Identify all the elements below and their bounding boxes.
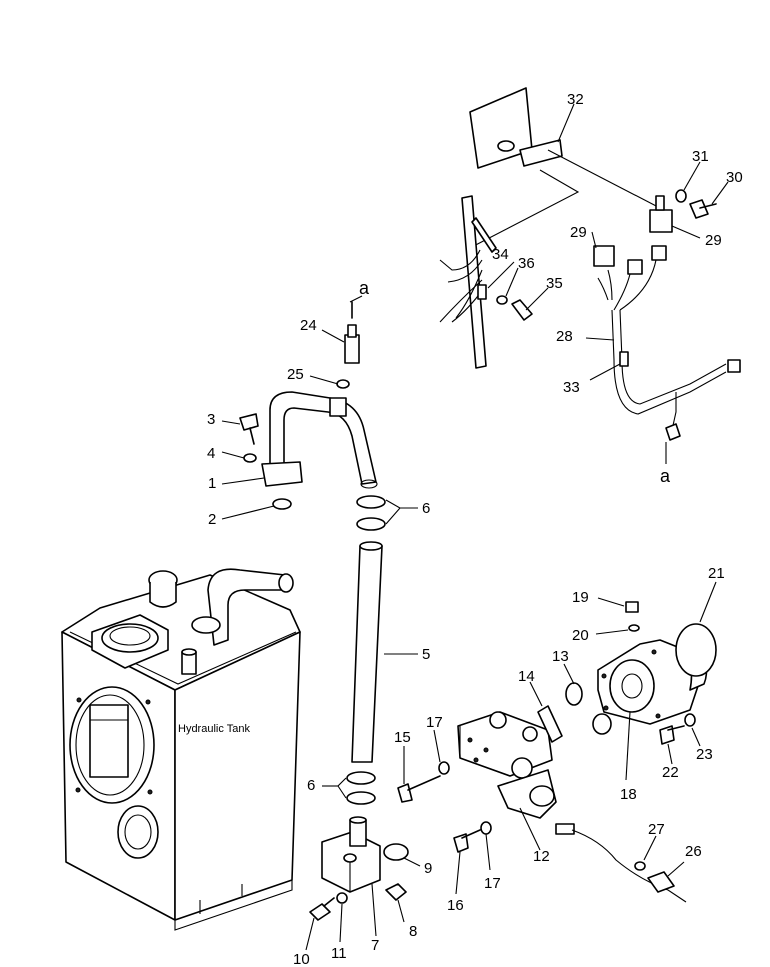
callout-13: 13	[552, 648, 569, 665]
callout-9: 9	[424, 860, 432, 877]
callout-17-upper: 17	[426, 714, 443, 731]
callout-16: 16	[447, 897, 464, 914]
callout-23: 23	[696, 746, 713, 763]
connector-mark-a-upper: a	[359, 278, 370, 298]
hose-clamps	[346, 495, 386, 805]
callout-20: 20	[572, 627, 589, 644]
callout-7: 7	[371, 937, 379, 954]
callout-26: 26	[685, 843, 702, 860]
callout-24: 24	[300, 317, 317, 334]
callout-4: 4	[207, 445, 215, 462]
connector-mark-a-lower: a	[660, 466, 671, 486]
callout-6-upper: 6	[422, 500, 430, 517]
callout-3: 3	[207, 411, 215, 428]
wiring-harness	[439, 87, 741, 441]
callout-5: 5	[422, 646, 430, 663]
callout-8: 8	[409, 923, 417, 940]
pump-block	[397, 711, 557, 853]
hydraulic-tank: Hydraulic Tank	[61, 568, 301, 931]
callout-28: 28	[556, 328, 573, 345]
pressure-switch	[555, 823, 687, 903]
callout-30: 30	[726, 169, 743, 186]
callout-32: 32	[567, 91, 584, 108]
callout-19: 19	[572, 589, 589, 606]
callout-11: 11	[331, 945, 347, 962]
callout-25: 25	[287, 366, 304, 383]
callout-29-left: 29	[570, 224, 587, 241]
tank-label: Hydraulic Tank	[178, 723, 250, 735]
callout-36: 36	[518, 255, 535, 272]
callout-2: 2	[208, 511, 216, 528]
callout-1: 1	[208, 475, 216, 492]
suction-pipe	[261, 391, 378, 489]
callout-33: 33	[563, 379, 580, 396]
callout-10: 10	[293, 951, 310, 967]
callout-labels: 1 2 3 4 5 6 6 7 8 9 10 11 12 13 14 15 16…	[207, 91, 743, 967]
callout-14: 14	[518, 668, 535, 685]
flange-block	[321, 816, 381, 893]
callout-12: 12	[533, 848, 550, 865]
callout-34: 34	[492, 246, 509, 263]
small-hardware	[239, 301, 409, 921]
callout-21: 21	[708, 565, 725, 582]
callout-35: 35	[546, 275, 563, 292]
callout-22: 22	[662, 764, 679, 781]
callout-6-lower: 6	[307, 777, 315, 794]
callout-31: 31	[692, 148, 709, 165]
hose	[351, 541, 383, 763]
gaskets	[537, 682, 612, 743]
callout-17-lower: 17	[484, 875, 501, 892]
callout-29-right: 29	[705, 232, 722, 249]
callout-18: 18	[620, 786, 637, 803]
leader-lines	[221, 103, 729, 951]
callout-27: 27	[648, 821, 665, 838]
callout-15: 15	[394, 729, 411, 746]
motor	[597, 601, 717, 745]
